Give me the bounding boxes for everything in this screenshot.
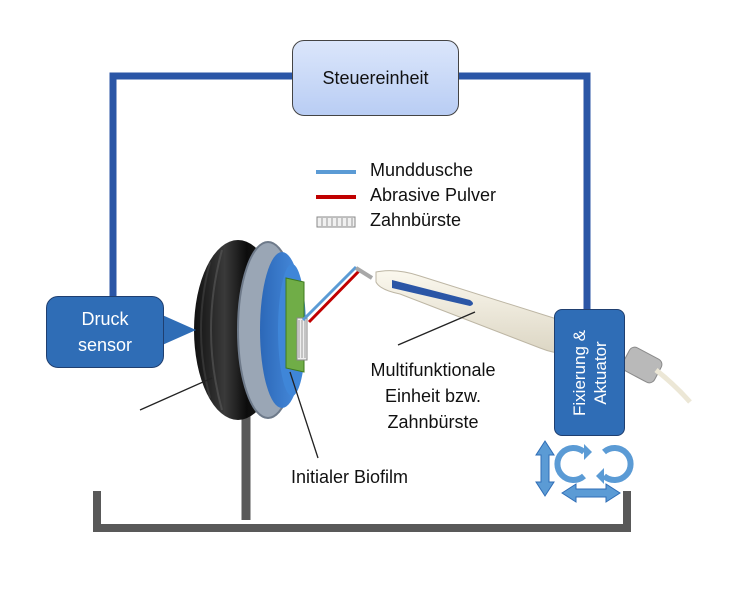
actuator-line1: Fixierung & [569, 329, 589, 416]
irrigator-jet [301, 265, 358, 322]
multifunctional-unit-label: Multifunktionale Einheit bzw. Zahnbürste [340, 357, 526, 435]
abrasive-jet [307, 268, 362, 324]
handpiece-leader [397, 311, 476, 346]
legend-label-abrasive: Abrasive Pulver [370, 185, 497, 205]
actuator-line2: Aktuator [590, 340, 610, 405]
multifunctional-unit-line3: Zahnbürste [387, 412, 479, 433]
legend-label-toothbrush: Zahnbürste [370, 210, 462, 230]
pressure-sensor-line1: Druck [81, 308, 129, 329]
biofilm-leader [289, 371, 319, 459]
sensor-pointer [160, 314, 196, 346]
multifunctional-unit-line1: Multifunktionale [370, 360, 496, 380]
horizontal-arrow-icon [561, 483, 621, 503]
handpiece [354, 266, 692, 404]
legend-swatch-toothbrush [316, 216, 356, 228]
actuator-label: Fixierung & Aktuator [568, 309, 611, 436]
biofilm-label: Initialer Biofilm [291, 467, 409, 487]
toothbrush-bristles [296, 317, 308, 361]
rotation-arrow-icon [554, 445, 634, 483]
control-unit-label: Steuereinheit [322, 67, 429, 88]
wheel-leader [139, 377, 213, 411]
control-wire-left [109, 72, 292, 298]
control-wire-right [459, 72, 591, 309]
actuator-box: Fixierung & Aktuator [554, 309, 625, 436]
multifunctional-unit-line2: Einheit bzw. [384, 386, 482, 407]
pressure-sensor-line2: sensor [77, 335, 133, 355]
pressure-sensor-box: Druck sensor [46, 296, 164, 368]
legend-label-irrigator: Munddusche [370, 160, 474, 180]
base-frame [93, 491, 631, 532]
vertical-arrow-icon [535, 440, 555, 497]
control-unit-box: Steuereinheit [292, 40, 459, 116]
